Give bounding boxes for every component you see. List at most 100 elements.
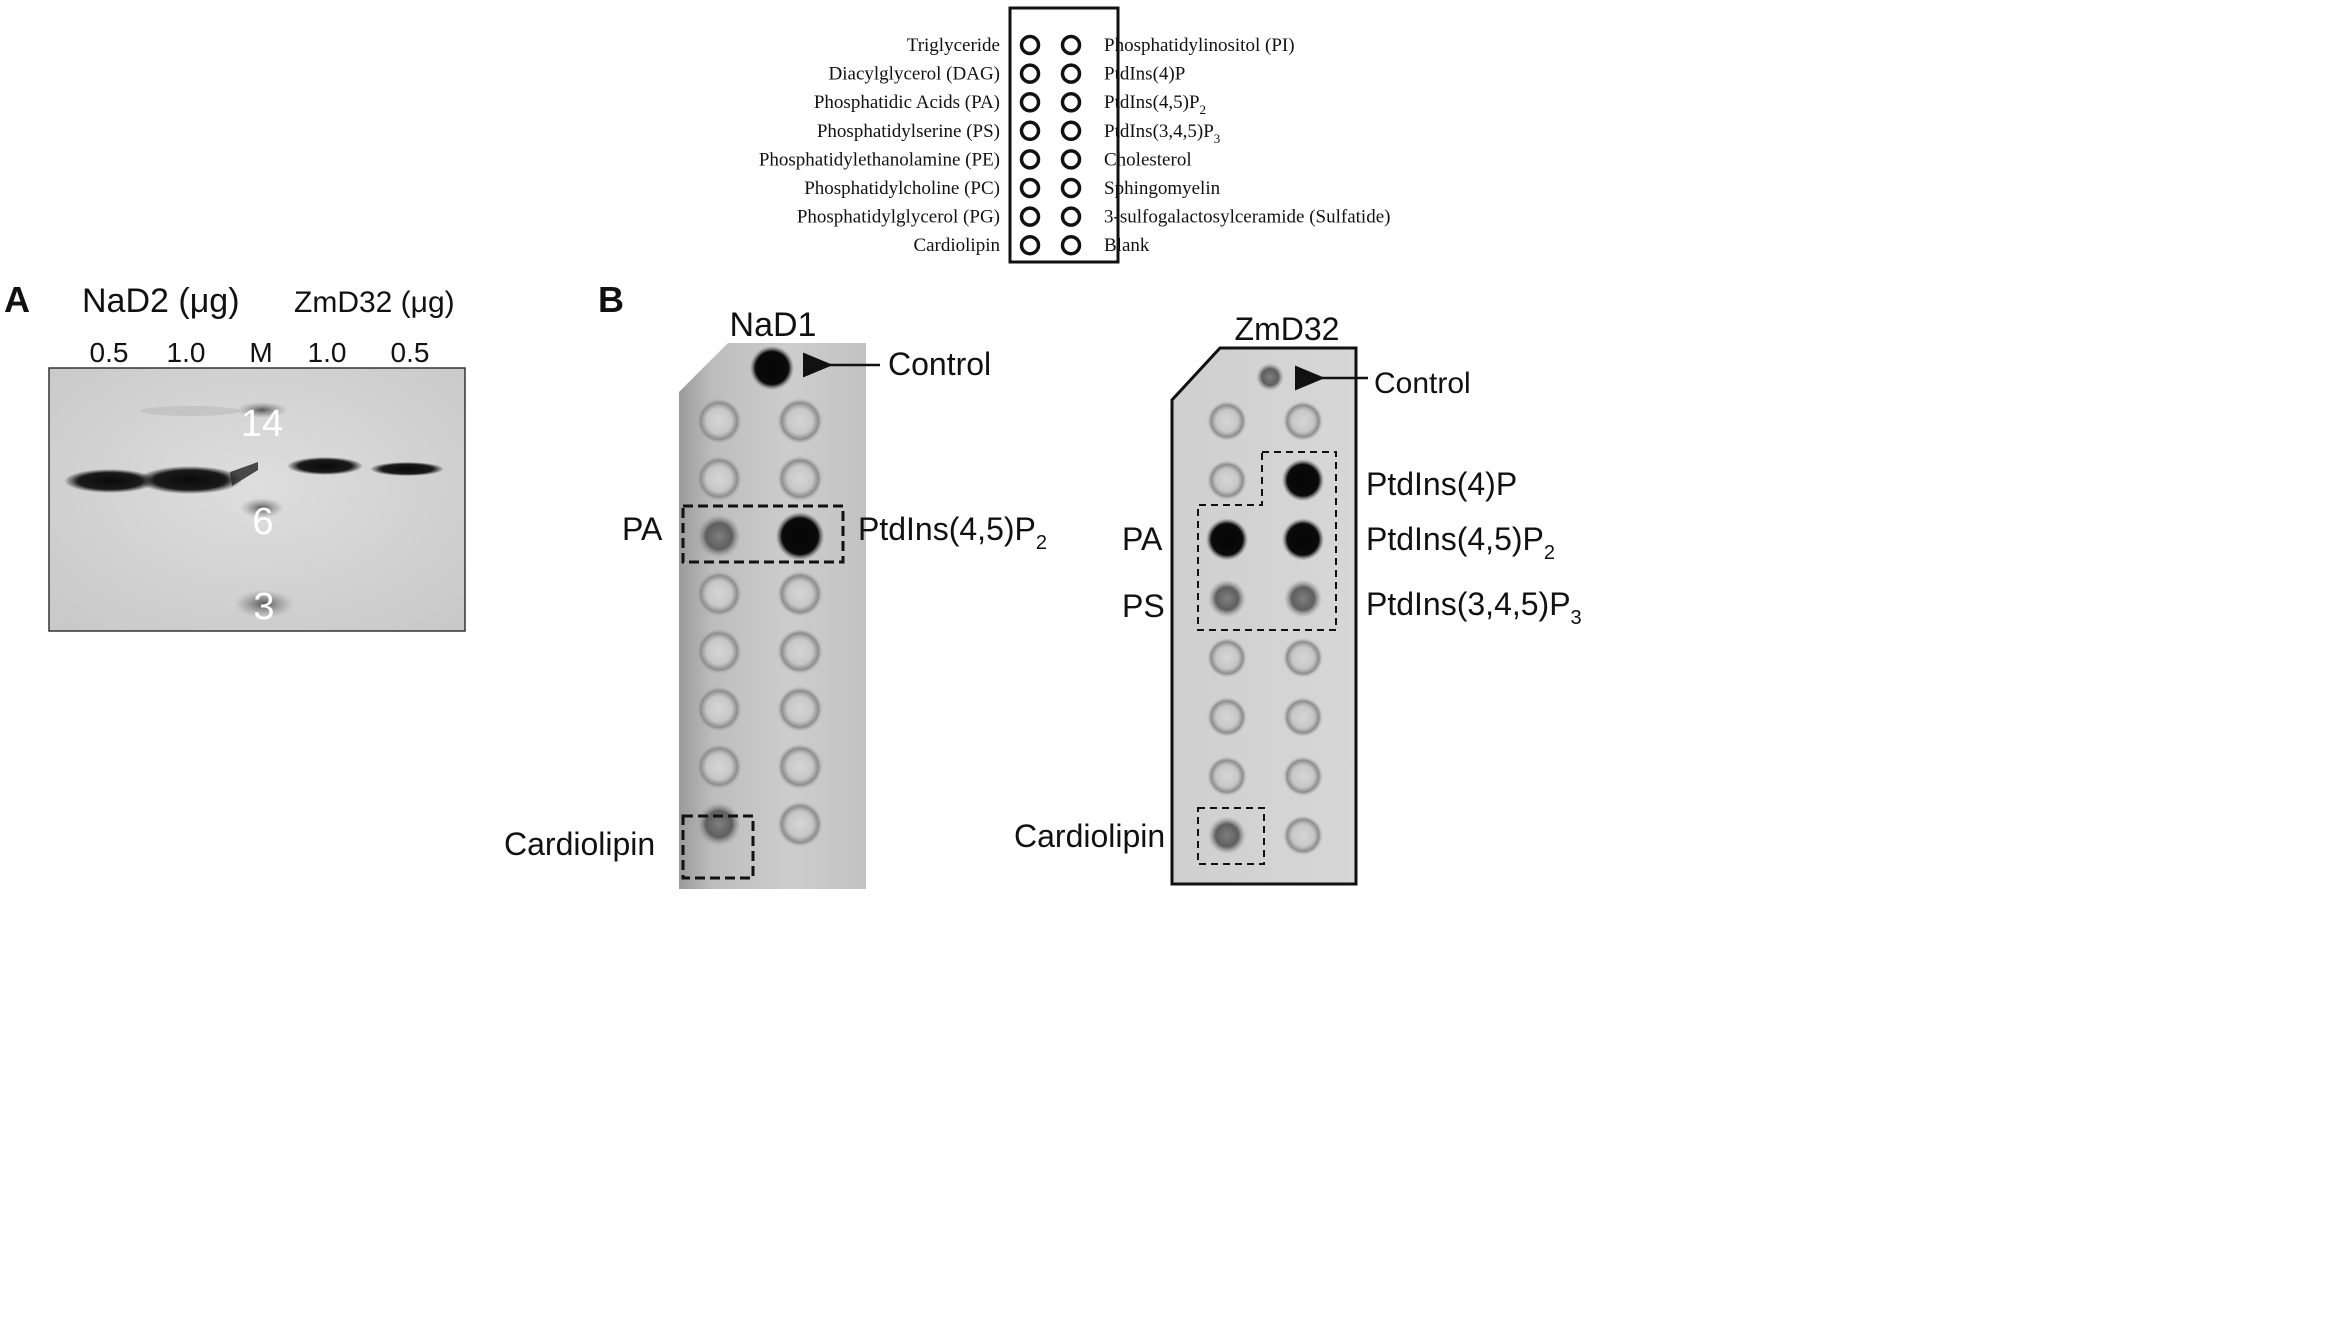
key-spot-circle bbox=[1019, 177, 1041, 199]
lipid-spot bbox=[775, 512, 825, 561]
key-left-label: Phosphatidylcholine (PC) bbox=[804, 178, 1000, 199]
marker-label-6: 6 bbox=[252, 501, 273, 543]
zmd32-group-label: ZmD32 (μg) bbox=[294, 286, 455, 319]
key-spot-circle bbox=[1060, 234, 1082, 256]
lipid-spot bbox=[1282, 459, 1324, 502]
zmd32-ps-label: PS bbox=[1122, 588, 1165, 624]
lipid-spot bbox=[777, 628, 823, 675]
band-nad2-1.0ug bbox=[138, 466, 242, 494]
key-array-outline bbox=[1008, 6, 1120, 264]
key-left-label: Cardiolipin bbox=[913, 235, 1000, 256]
key-spot-circles bbox=[1019, 34, 1082, 256]
zmd32-pa-label: PA bbox=[1122, 521, 1163, 557]
strip-nad1-title: NaD1 bbox=[730, 306, 817, 344]
key-left-label: Phosphatidic Acids (PA) bbox=[814, 92, 1000, 113]
lipid-spot bbox=[1283, 697, 1323, 737]
key-right-labels: Phosphatidylinositol (PI) PtdIns(4)P PtdIn… bbox=[1104, 35, 1390, 256]
key-left-label: Phosphatidylserine (PS) bbox=[817, 121, 1000, 142]
lane-label-5: 0.5 bbox=[391, 337, 430, 368]
zmd32-membrane bbox=[1170, 346, 1358, 886]
key-right-label: PtdIns(4,5)P2 bbox=[1104, 92, 1206, 117]
lipid-spot bbox=[1208, 579, 1246, 618]
zmd32-control-label: Control bbox=[1374, 367, 1471, 400]
marker-band-14 bbox=[236, 402, 288, 418]
lipid-spot bbox=[1283, 815, 1323, 856]
nad1-control-spot bbox=[750, 346, 794, 390]
strip-zmd32: ZmD32 Control PA PS Cardiolipin PtdIns(4… bbox=[1014, 311, 1582, 886]
panel-b-label: B bbox=[598, 279, 624, 320]
lane-label-4: 1.0 bbox=[308, 337, 347, 368]
zmd32-spot-grid bbox=[1206, 401, 1324, 856]
lipid-spot bbox=[1208, 816, 1246, 855]
lipid-spot bbox=[1207, 756, 1247, 797]
lane-label-2: 1.0 bbox=[167, 337, 206, 368]
lipid-spot bbox=[1207, 637, 1247, 678]
key-spot-circle bbox=[1019, 234, 1041, 256]
lane-label-1: 0.5 bbox=[90, 337, 129, 368]
lipid-spot bbox=[777, 398, 823, 444]
lipid-spot bbox=[696, 628, 742, 675]
nad1-spot-grid bbox=[696, 398, 825, 848]
nad1-pa-label: PA bbox=[622, 511, 663, 547]
nad1-cardiolipin-label: Cardiolipin bbox=[504, 826, 655, 862]
zmd32-cardiolipin-highlight-box bbox=[1197, 807, 1265, 865]
key-spot-circle bbox=[1019, 34, 1041, 56]
key-right-label: 3-sulfogalactosylceramide (Sulfatide) bbox=[1104, 207, 1390, 228]
lipid-spot bbox=[696, 398, 742, 444]
zmd32-ptdins345p3-label: PtdIns(3,4,5)P3 bbox=[1366, 586, 1582, 629]
strip-nad1: NaD1 Control PA Cardiolipin PtdIns(4,5)P… bbox=[504, 306, 1047, 889]
lipid-spot bbox=[696, 686, 742, 732]
lipid-spot bbox=[1206, 518, 1248, 561]
marker-label-3: 3 bbox=[253, 586, 274, 628]
band-nad2-0.5ug bbox=[64, 469, 156, 493]
nad1-pa-highlight-box bbox=[681, 504, 845, 564]
lipid-spot bbox=[1284, 579, 1322, 618]
key-spot-circle bbox=[1019, 120, 1041, 142]
band-nad2-smear bbox=[230, 462, 258, 486]
lipid-spot bbox=[697, 514, 741, 559]
key-right-label: PtdIns(4)P bbox=[1104, 64, 1185, 85]
key-spot-circle bbox=[1019, 206, 1041, 227]
nad2-group-label: NaD2 (μg) bbox=[82, 282, 240, 320]
key-spot-circle bbox=[1019, 91, 1041, 113]
key-spot-circle bbox=[1019, 149, 1041, 170]
key-left-label: Diacylglycerol (DAG) bbox=[829, 64, 1000, 85]
lane-label-marker: M bbox=[249, 337, 272, 368]
key-left-label: Triglyceride bbox=[907, 35, 1000, 56]
key-spot-circle bbox=[1060, 63, 1082, 84]
key-spot-circle bbox=[1060, 91, 1082, 113]
lipid-spot bbox=[777, 686, 823, 732]
lipid-spot bbox=[777, 570, 823, 617]
key-right-label: PtdIns(3,4,5)P3 bbox=[1104, 121, 1220, 146]
faint-upper-band bbox=[140, 406, 240, 416]
key-spot-circle bbox=[1060, 206, 1082, 227]
nad1-control-label: Control bbox=[888, 346, 991, 382]
lipid-spot bbox=[1283, 401, 1323, 441]
key-spot-circle bbox=[1060, 149, 1082, 170]
key-right-label: Sphingomyelin bbox=[1104, 178, 1221, 199]
zmd32-cardiolipin-label: Cardiolipin bbox=[1014, 818, 1165, 854]
key-left-label: Phosphatidylethanolamine (PE) bbox=[759, 149, 1000, 170]
zmd32-control-spot bbox=[1256, 363, 1284, 391]
panel-b: B NaD1 Control PA Cardiolipin PtdIns(4,5… bbox=[504, 279, 1582, 889]
panel-a: A NaD2 (μg) ZmD32 (μg) 0.5 1.0 M 1.0 0.5… bbox=[4, 279, 466, 632]
lipid-spot bbox=[696, 743, 742, 790]
key-right-label: Phosphatidylinositol (PI) bbox=[1104, 35, 1295, 56]
zmd32-ptdins4p-label: PtdIns(4)P bbox=[1366, 466, 1517, 502]
lipid-spot bbox=[696, 455, 742, 502]
band-zmd32-1.0ug bbox=[287, 457, 363, 475]
lipid-spot bbox=[696, 570, 742, 617]
marker-label-14: 14 bbox=[241, 403, 283, 445]
lipid-spot bbox=[697, 802, 741, 847]
nad1-ptdins45p2-label: PtdIns(4,5)P2 bbox=[858, 511, 1047, 554]
key-spot-circle bbox=[1019, 63, 1041, 84]
key-right-label: Blank bbox=[1104, 235, 1150, 256]
marker-band-6 bbox=[240, 498, 284, 518]
lipid-spot bbox=[777, 801, 823, 848]
key-spot-circle bbox=[1060, 120, 1082, 142]
lipid-spot bbox=[1207, 697, 1247, 737]
panel-a-label: A bbox=[4, 279, 30, 320]
key-spot-circle bbox=[1060, 34, 1082, 56]
